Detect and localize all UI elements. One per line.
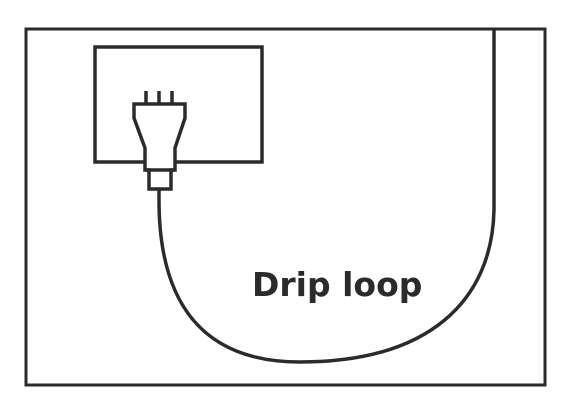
outer-frame [24, 27, 547, 387]
drip-loop-label: Drip loop [252, 265, 422, 304]
cord [157, 28, 496, 364]
plug-body [132, 102, 187, 191]
outlet-box [93, 45, 264, 164]
plug-icon [132, 91, 187, 191]
